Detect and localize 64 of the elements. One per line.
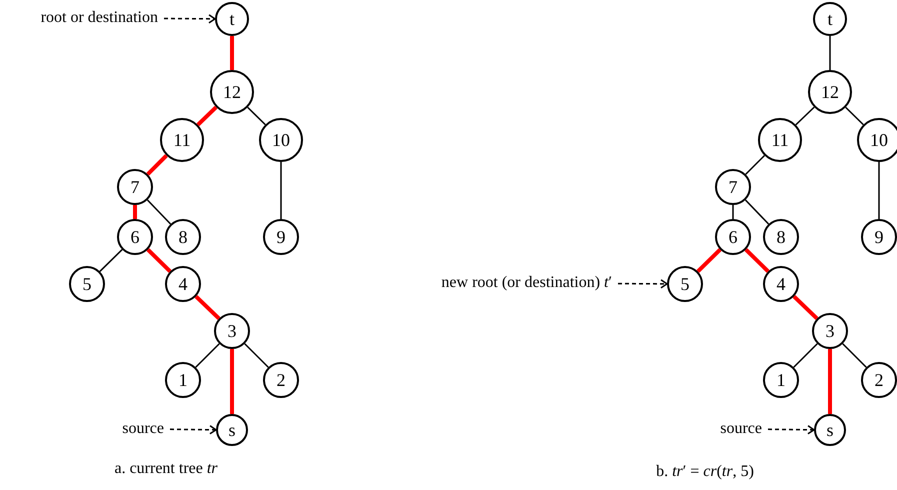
dashed-arrow <box>768 425 815 434</box>
tree-edge <box>744 199 770 225</box>
subfigure-caption: b. tr′ = cr(tr, 5) <box>656 464 754 480</box>
tree-edge <box>829 36 831 70</box>
tree-node: 7 <box>117 169 153 205</box>
tree-edge <box>828 349 832 414</box>
tree-edge <box>146 154 168 176</box>
annotation-text: source <box>720 421 762 437</box>
annotation-text: source <box>122 421 164 437</box>
tree-edge <box>247 106 266 126</box>
tree-edge <box>146 248 172 273</box>
tree-node: 7 <box>715 169 751 205</box>
tree-edge <box>99 249 123 272</box>
tree-edge <box>842 343 867 368</box>
tree-edge <box>133 205 137 219</box>
subfigure-caption: a. current tree tr <box>114 461 218 477</box>
tree-node: t <box>215 2 249 36</box>
tree-node: 6 <box>715 219 751 255</box>
tree-edge <box>280 162 282 219</box>
tree-edge <box>696 248 722 273</box>
tree-node: 1 <box>165 362 201 398</box>
tree-node: 11 <box>160 118 204 162</box>
tree-edge <box>146 199 172 225</box>
tree-node: 4 <box>165 266 201 302</box>
tree-node: 8 <box>165 219 201 255</box>
tree-edge <box>244 343 269 368</box>
tree-edge <box>196 106 218 126</box>
tree-node: 1 <box>763 362 799 398</box>
tree-edge <box>230 349 234 414</box>
tree-edge <box>792 295 818 320</box>
tree-node: 9 <box>861 219 897 255</box>
annotation-text: new root (or destination) t′ <box>441 275 612 291</box>
tree-node: 10 <box>857 118 897 162</box>
tree-node: 12 <box>210 70 254 114</box>
tree-node: s <box>216 414 248 446</box>
tree-node: 9 <box>263 219 299 255</box>
tree-node: s <box>814 414 846 446</box>
tree-node: 10 <box>259 118 303 162</box>
tree-node: 2 <box>861 362 897 398</box>
tree-node: 5 <box>667 266 703 302</box>
tree-node: 12 <box>808 70 852 114</box>
tree-node: 2 <box>263 362 299 398</box>
tree-node: t <box>813 2 847 36</box>
tree-node: 4 <box>763 266 799 302</box>
tree-edge <box>230 36 234 70</box>
tree-edge <box>795 106 815 126</box>
tree-edge <box>194 295 220 320</box>
tree-edge <box>745 155 765 175</box>
annotation-text: root or destination <box>40 10 158 26</box>
tree-edge <box>732 205 734 219</box>
tree-node: 3 <box>214 313 250 349</box>
tree-node: 11 <box>758 118 802 162</box>
dashed-arrow <box>618 279 668 289</box>
dashed-arrow <box>164 14 216 24</box>
tree-edge <box>195 343 220 368</box>
tree-edge <box>878 162 880 219</box>
dashed-arrow <box>170 425 217 434</box>
tree-node: 3 <box>812 313 848 349</box>
tree-node: 8 <box>763 219 799 255</box>
tree-edge <box>845 106 864 126</box>
tree-node: 5 <box>69 266 105 302</box>
tree-edge <box>793 343 818 368</box>
tree-node: 6 <box>117 219 153 255</box>
tree-edge <box>744 248 770 273</box>
